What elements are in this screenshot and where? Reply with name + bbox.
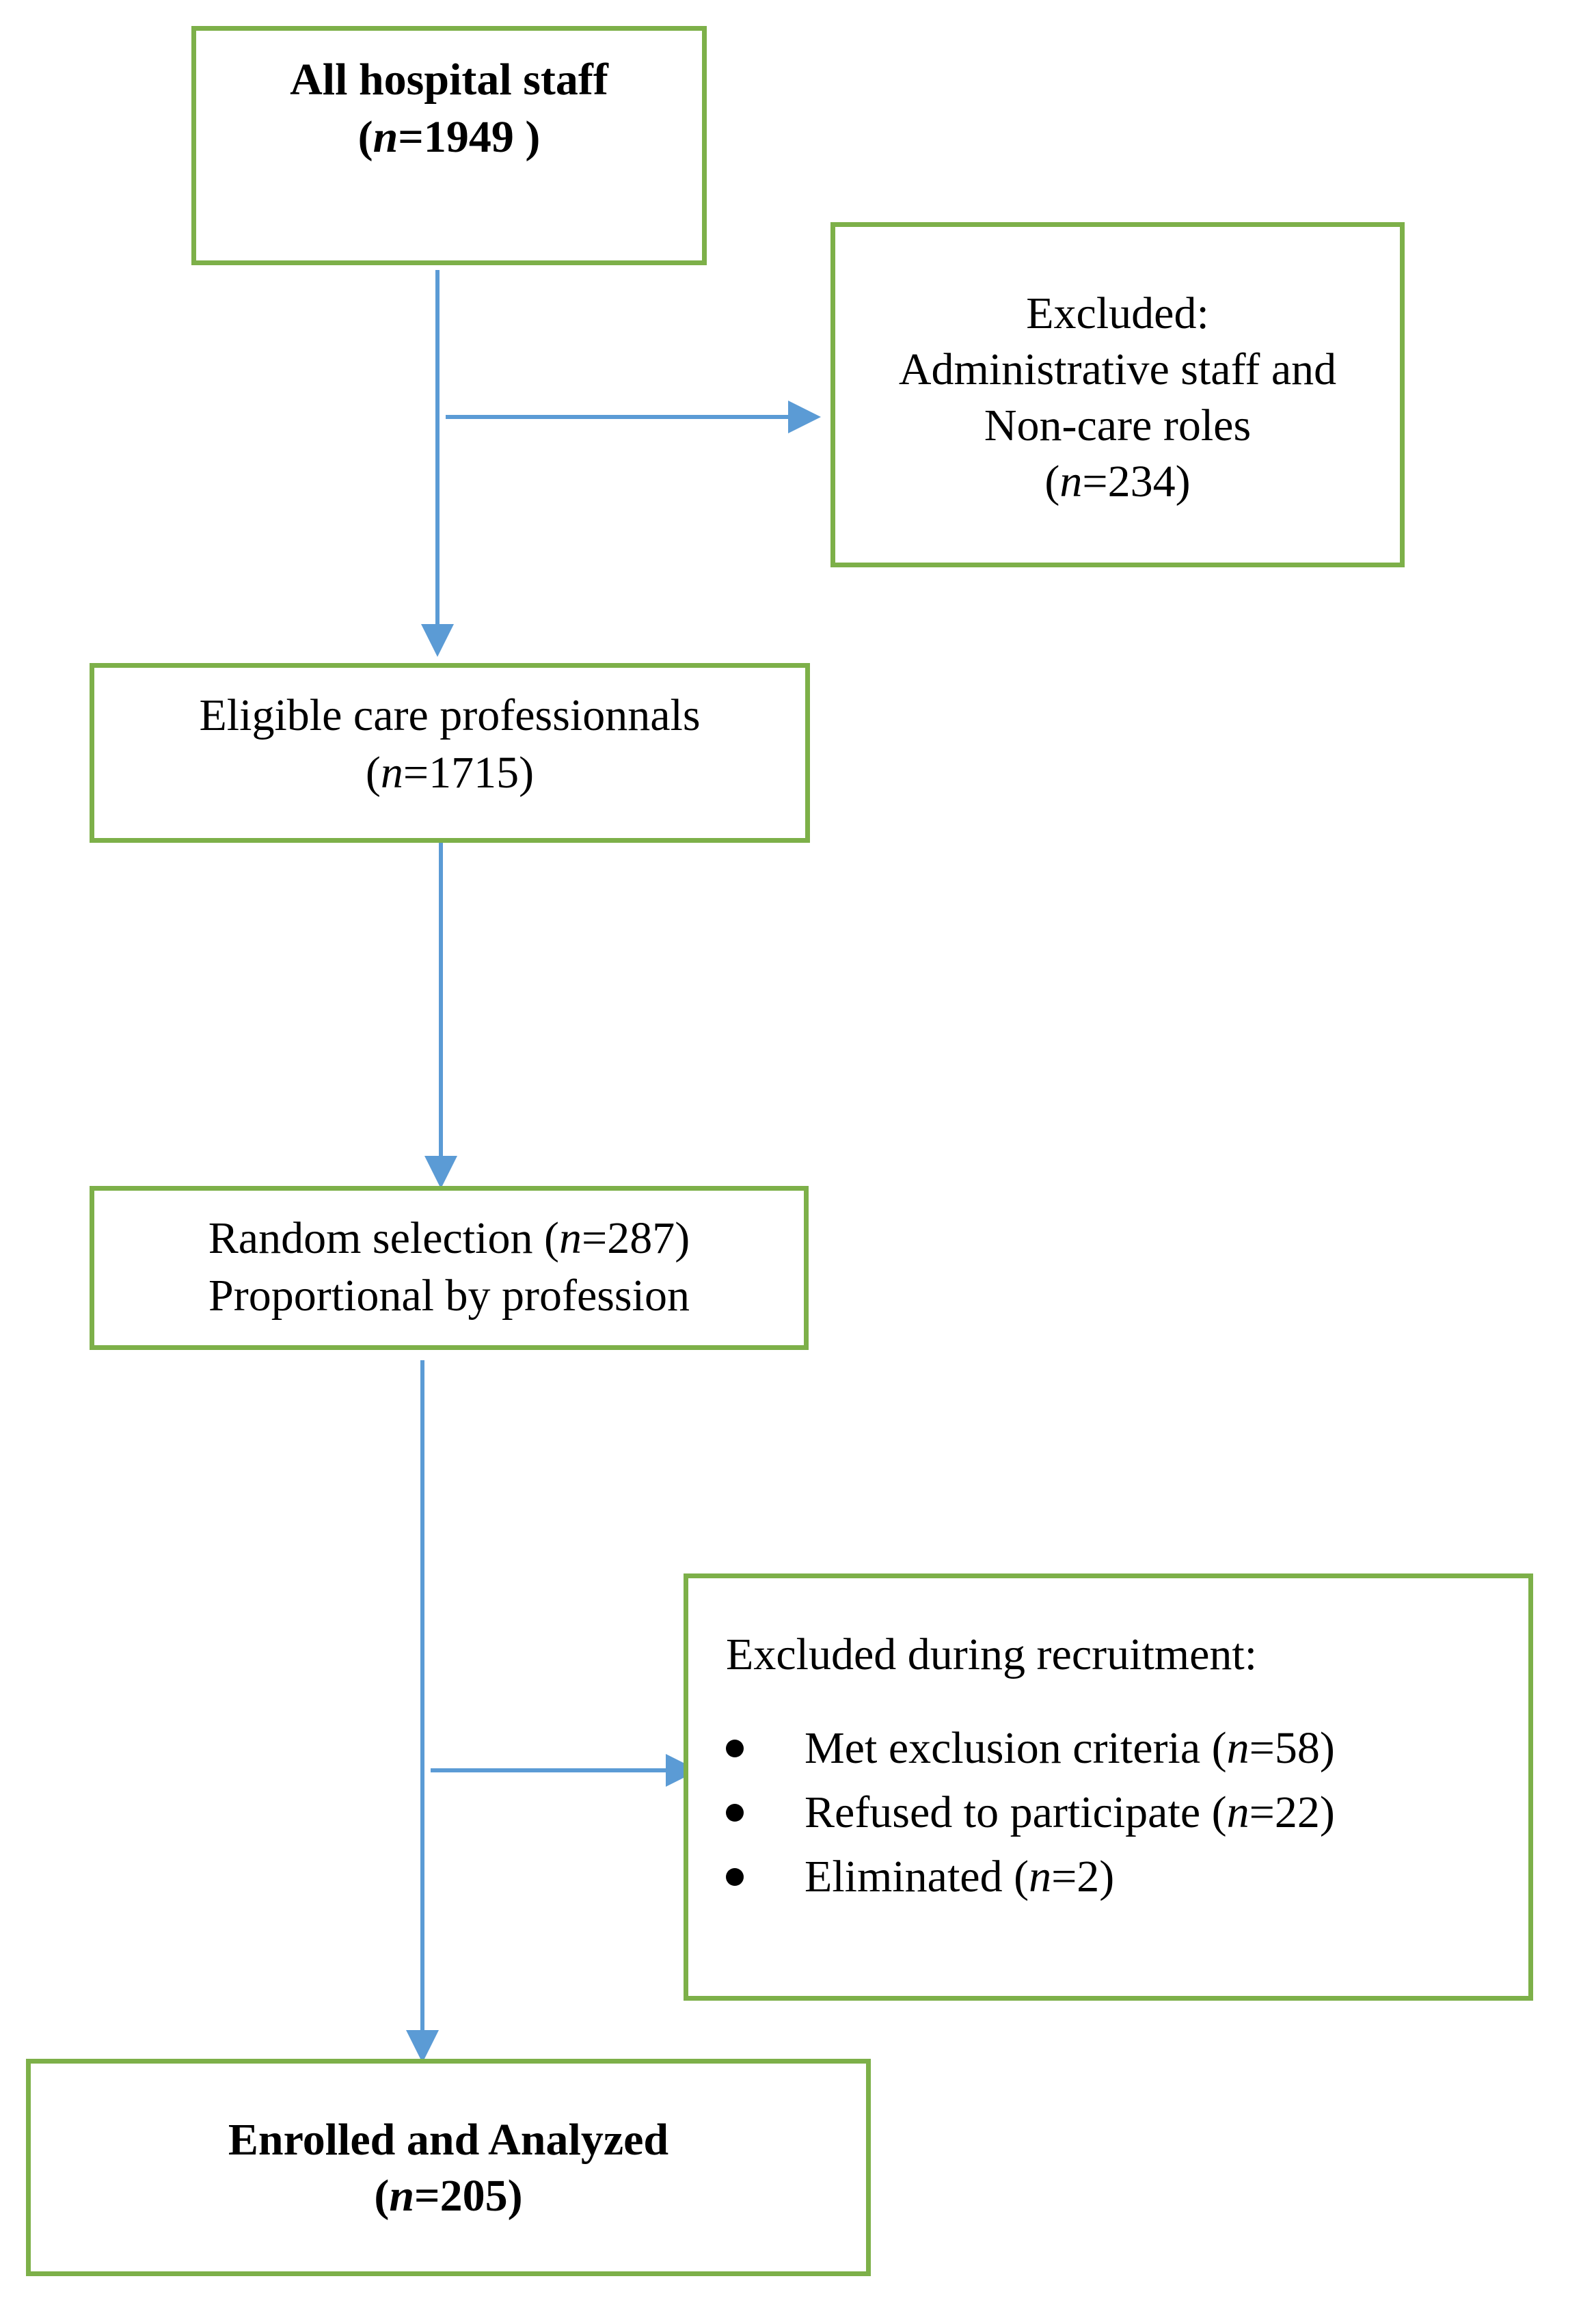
all-staff-count: (n=1949 ) (357, 112, 541, 162)
recruitment-excluded-title: Excluded during recruitment: (726, 1630, 1258, 1679)
all-staff-title: All hospital staff (290, 55, 608, 105)
enrolled-count: (n=205) (374, 2171, 523, 2221)
eligible-label: Eligible care professionnals (199, 690, 701, 740)
bullet-marker (726, 1804, 744, 1822)
list-item: Refused to participate (n=22) (805, 1787, 1335, 1837)
bullet-marker (726, 1740, 744, 1757)
random-selection-count: Random selection (n=287) (208, 1213, 690, 1263)
list-item: Met exclusion criteria (n=58) (805, 1723, 1335, 1773)
random-selection-box: Random selection (n=287) Proportional by… (90, 1186, 809, 1350)
list-item: Eliminated (n=2) (805, 1852, 1115, 1902)
eligible-box: Eligible care professionnals (n=1715) (90, 663, 810, 843)
bullet-marker (726, 1868, 744, 1886)
eligible-count: (n=1715) (365, 748, 535, 798)
enrolled-title: Enrolled and Analyzed (228, 2115, 669, 2165)
excluded-box: Excluded: Administrative staff and Non-c… (830, 222, 1405, 567)
excluded-reason-line2: Non-care roles (984, 401, 1252, 450)
all-staff-box: All hospital staff (n=1949 ) (191, 26, 707, 265)
excluded-reason-line1: Administrative staff and (898, 344, 1337, 394)
excluded-count: (n=234) (1044, 457, 1191, 506)
recruitment-excluded-box: Excluded during recruitment: Met exclusi… (684, 1573, 1533, 2001)
enrolled-box: Enrolled and Analyzed (n=205) (26, 2059, 871, 2276)
excluded-label: Excluded: (1026, 288, 1209, 338)
random-selection-method: Proportional by profession (208, 1271, 690, 1321)
